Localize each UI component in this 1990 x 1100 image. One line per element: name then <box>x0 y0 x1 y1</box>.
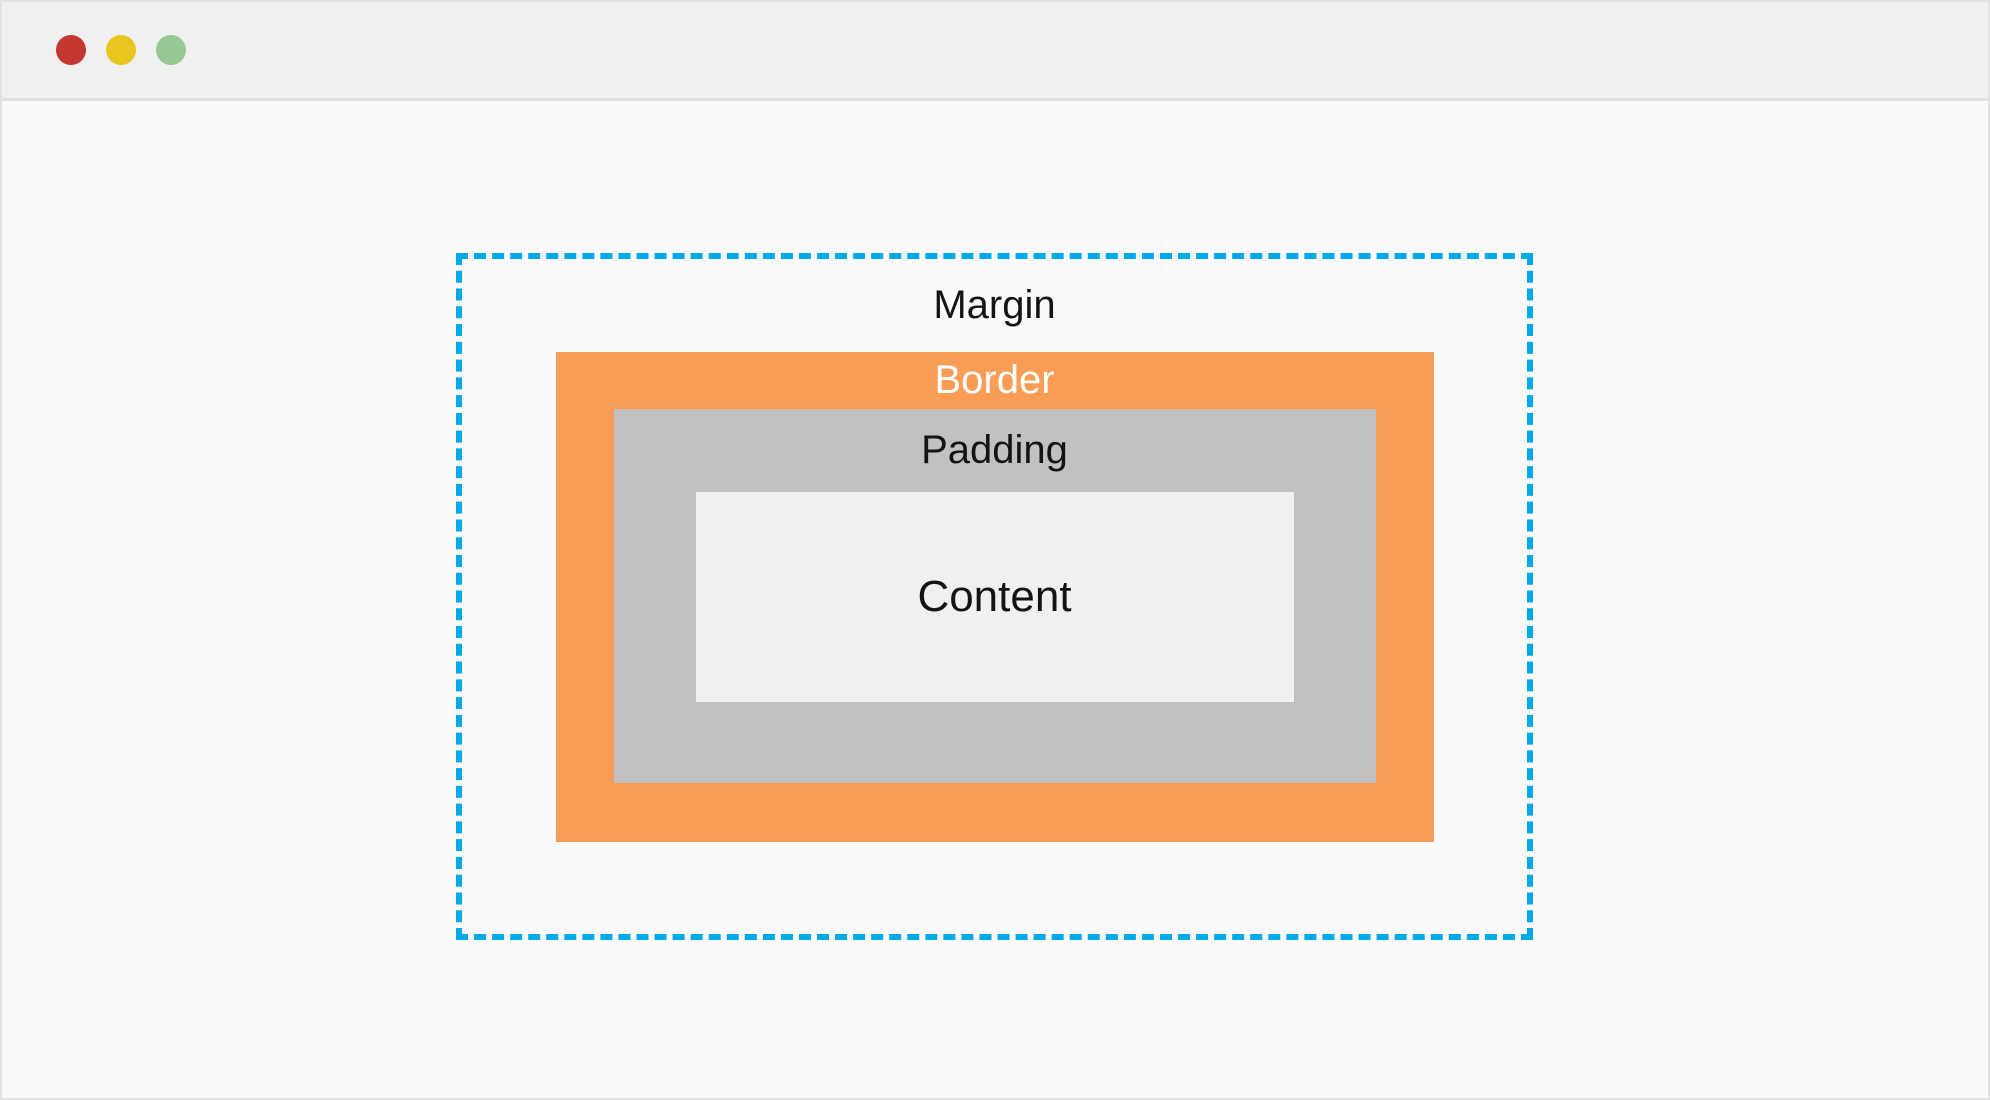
content-label: Content <box>917 572 1072 621</box>
padding-box: Padding Content <box>613 409 1376 783</box>
padding-label: Padding <box>921 428 1068 472</box>
minimize-window-icon[interactable] <box>106 35 136 65</box>
margin-label: Margin <box>933 283 1056 327</box>
window-titlebar <box>2 2 1988 101</box>
close-window-icon[interactable] <box>56 35 86 65</box>
border-label: Border <box>934 358 1055 402</box>
maximize-window-icon[interactable] <box>156 35 186 65</box>
margin-box: Margin Border Padding Content <box>456 253 1533 940</box>
border-box: Border Padding Content <box>555 352 1434 842</box>
content-box: Content <box>695 492 1294 702</box>
